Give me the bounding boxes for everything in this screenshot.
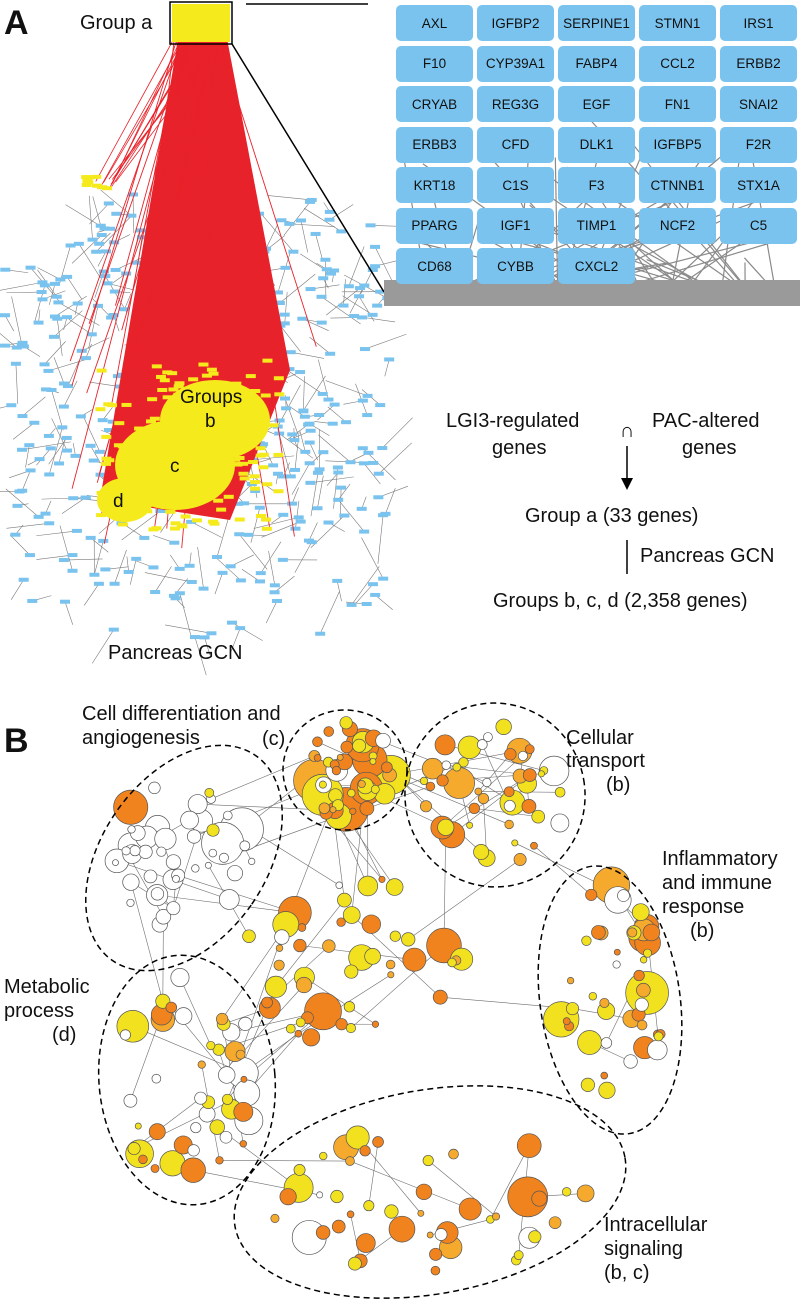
flow-step1: Group a (33 genes)	[525, 505, 699, 527]
cluster-transport	[404, 702, 586, 888]
gene-node: IRS1	[720, 5, 797, 41]
gene-node: F2R	[720, 126, 797, 163]
gene-node: CFD	[477, 126, 554, 163]
label-metabolic-line1: Metabolic	[4, 976, 90, 998]
gene-node: C1S	[477, 167, 554, 203]
gene-node: FABP4	[558, 45, 635, 82]
gene-node: C5	[720, 207, 797, 244]
label-metabolic-line2: process	[4, 1000, 75, 1022]
label-inflam-line3: response	[662, 896, 745, 918]
gene-node: IGFBP2	[477, 5, 554, 41]
set2-line1: PAC-altered	[652, 410, 760, 432]
group-d-label: d	[113, 491, 124, 512]
label-cell-diff-group: (c)	[262, 728, 286, 750]
label-metabolic-group: (d)	[52, 1024, 77, 1046]
label-signaling-line1: Intracellular	[604, 1214, 708, 1236]
label-inflam-group: (b)	[690, 920, 715, 942]
gene-node: SERPINE1	[558, 5, 635, 41]
label-inflam-line2: and immune	[662, 872, 773, 894]
gene-node: CCL2	[639, 45, 716, 82]
gene-node: EGF	[558, 86, 635, 122]
gene-node: AXL	[396, 5, 473, 41]
group-b-label: b	[205, 411, 216, 432]
gene-node: CTNNB1	[639, 167, 716, 203]
gene-node: DLK1	[558, 126, 635, 163]
cluster-cell-diff	[282, 709, 408, 831]
gene-node: ERBB3	[396, 126, 473, 163]
network-caption: Pancreas GCN	[108, 642, 243, 664]
set1-line2: genes	[492, 437, 547, 459]
gene-node: NCF2	[639, 207, 716, 244]
group-a-label: Group a	[80, 12, 153, 34]
gene-node: PPARG	[396, 207, 473, 244]
intersect-symbol: ∩	[620, 420, 635, 442]
gene-node: REG3G	[477, 86, 554, 122]
cluster-cell-diff-left	[85, 744, 283, 972]
gene-node: SNAI2	[720, 86, 797, 122]
cluster-metabolic	[97, 954, 277, 1206]
gene-node: ERBB2	[720, 45, 797, 82]
cluster-inflammatory	[537, 865, 683, 1135]
label-transport-group: (b)	[606, 774, 631, 796]
gene-node: CRYAB	[396, 86, 473, 122]
label-inflam-line1: Inflammatory	[662, 848, 778, 870]
gene-node: TIMP1	[558, 207, 635, 244]
groups-label: Groups	[180, 387, 243, 408]
panel-a-letter: A	[4, 4, 29, 42]
label-transport-line2: transport	[566, 750, 645, 772]
gene-node: F10	[396, 45, 473, 82]
gene-node: CYP39A1	[477, 45, 554, 82]
flow-step2: Pancreas GCN	[640, 545, 775, 567]
group-a-box	[169, 1, 233, 45]
panel-b-letter: B	[4, 722, 29, 760]
label-cell-diff-line2: angiogenesis	[82, 727, 200, 749]
gene-node: F3	[558, 167, 635, 203]
gene-node: IGFBP5	[639, 126, 716, 163]
group-c-label: c	[170, 456, 180, 477]
set1-line1: LGI3-regulated	[446, 410, 580, 432]
set2-line2: genes	[682, 437, 737, 459]
gene-node: KRT18	[396, 167, 473, 203]
label-cell-diff-line1: Cell differentiation and	[82, 703, 281, 725]
label-transport-line1: Cellular	[566, 727, 634, 749]
gene-node: CXCL2	[558, 248, 635, 284]
gene-node: STMN1	[639, 5, 716, 41]
gene-node: CYBB	[477, 248, 554, 284]
label-signaling-line2: signaling	[604, 1238, 683, 1260]
gene-node: CD68	[396, 248, 473, 284]
gene-node: IGF1	[477, 207, 554, 244]
gene-node: STX1A	[720, 167, 797, 203]
cluster-signaling	[233, 1085, 627, 1299]
flow-step3: Groups b, c, d (2,358 genes)	[493, 590, 748, 612]
gene-node: FN1	[639, 86, 716, 122]
label-signaling-group: (b, c)	[604, 1262, 650, 1284]
